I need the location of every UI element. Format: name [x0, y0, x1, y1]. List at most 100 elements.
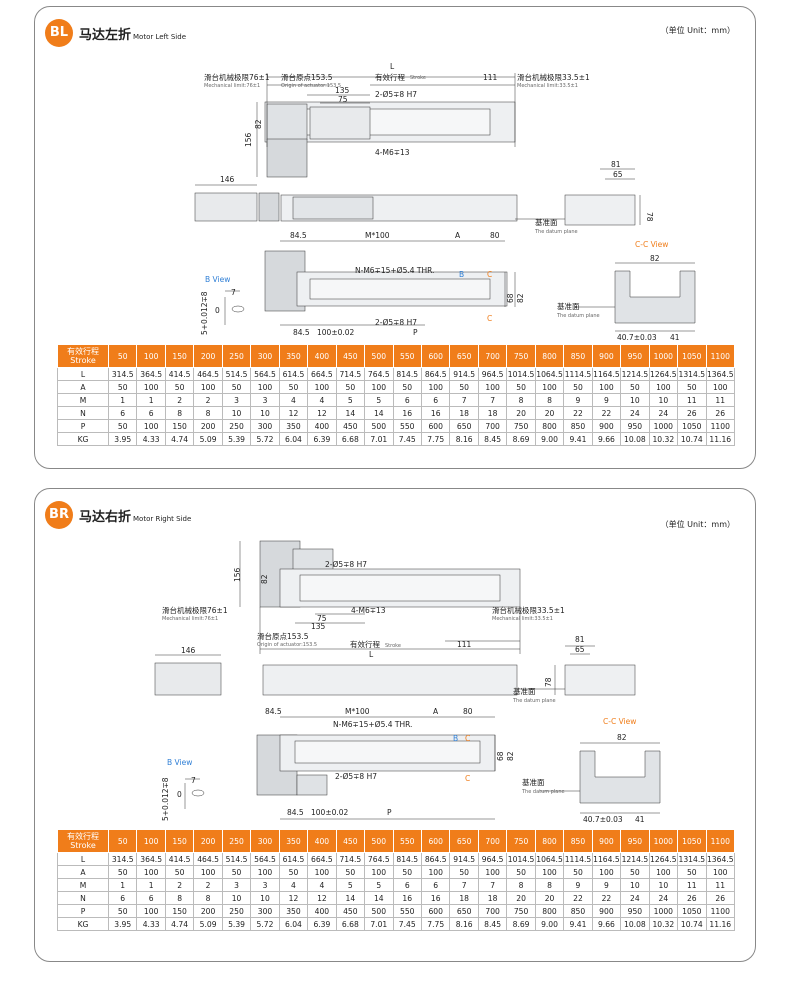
table-cell: 100 [705, 380, 736, 394]
table-cell: 8.16 [449, 432, 479, 446]
table-cell: 714.5 [335, 367, 366, 381]
stroke-column-header: 100 [136, 829, 166, 853]
table-cell: 50 [620, 865, 650, 879]
table-cell: 50 [107, 380, 138, 394]
table-cell: 100 [136, 419, 166, 433]
table-cell: 11.16 [705, 432, 736, 446]
svg-text:基准面: 基准面 [522, 777, 545, 787]
table-cell: 100 [477, 380, 508, 394]
table-cell: 100 [136, 904, 166, 918]
table-cell: 8.69 [506, 432, 536, 446]
svg-text:84.5: 84.5 [265, 707, 282, 716]
table-cell: 850 [563, 904, 593, 918]
stroke-column-header: 600 [420, 829, 451, 853]
svg-text:滑台机械极限76±1: 滑台机械极限76±1 [162, 605, 228, 615]
table-cell: 18 [477, 891, 508, 905]
row-label: N [57, 406, 109, 420]
stroke-header-en: Stroke [70, 356, 96, 365]
table-cell: 100 [136, 865, 166, 879]
table-cell: 26 [705, 406, 736, 420]
table-cell: 400 [307, 419, 337, 433]
svg-text:Stroke: Stroke [385, 643, 401, 649]
table-cell: 5 [364, 878, 394, 892]
table-cell: 50 [677, 865, 707, 879]
table-cell: 1050 [677, 419, 707, 433]
table-cell: 7 [449, 393, 479, 407]
table-cell: 22 [591, 891, 622, 905]
table-cell: 200 [193, 904, 223, 918]
svg-text:Origin of actuator:153.5: Origin of actuator:153.5 [257, 642, 317, 648]
table-cell: 1214.5 [620, 367, 650, 381]
svg-text:0: 0 [177, 790, 182, 799]
stroke-column-header: 950 [620, 829, 650, 853]
table-cell: 314.5 [107, 852, 138, 866]
table-cell: 9.00 [534, 432, 565, 446]
table-cell: 764.5 [364, 367, 394, 381]
svg-text:C-C View: C-C View [635, 240, 668, 249]
table-cell: 100 [591, 865, 622, 879]
table-cell: 22 [591, 406, 622, 420]
table-cell: 9 [591, 393, 622, 407]
table-cell: 550 [392, 904, 422, 918]
svg-text:The datum plane: The datum plane [556, 313, 600, 319]
stroke-column-header: 200 [193, 344, 223, 368]
stroke-column-header: 500 [364, 829, 394, 853]
svg-text:82: 82 [260, 574, 269, 584]
table-cell: 700 [477, 904, 508, 918]
svg-text:7: 7 [231, 288, 236, 297]
table-cell: 8 [164, 891, 195, 905]
table-cell: 414.5 [164, 852, 195, 866]
table-cell: 6.04 [278, 432, 309, 446]
svg-text:41: 41 [635, 815, 645, 824]
table-cell: 10.08 [620, 432, 650, 446]
svg-text:100±0.02: 100±0.02 [317, 328, 355, 337]
svg-text:0: 0 [215, 306, 220, 315]
table-cell: 314.5 [107, 367, 138, 381]
table-cell: 6 [420, 393, 451, 407]
stroke-column-header: 50 [107, 344, 138, 368]
table-cell: 3.95 [107, 432, 138, 446]
table-cell: 20 [506, 406, 536, 420]
table-cell: 514.5 [221, 367, 252, 381]
table-cell: 964.5 [477, 852, 508, 866]
table-cell: 6 [107, 891, 138, 905]
svg-text:4-M6∓13: 4-M6∓13 [351, 606, 386, 615]
svg-text:N-M6∓15+Ø5.4 THR.: N-M6∓15+Ø5.4 THR. [355, 266, 434, 275]
table-cell: 50 [392, 865, 422, 879]
table-cell: 100 [250, 865, 280, 879]
table-cell: 9.66 [591, 432, 622, 446]
svg-text:82: 82 [650, 254, 660, 263]
svg-text:B: B [453, 734, 458, 743]
table-cell: 100 [364, 865, 394, 879]
section-badge: BL [45, 19, 73, 47]
row-label: N [57, 891, 109, 905]
svg-text:111: 111 [457, 640, 472, 649]
table-cell: 364.5 [136, 367, 166, 381]
table-cell: 600 [420, 904, 451, 918]
svg-text:Stroke: Stroke [410, 75, 426, 81]
table-cell: 7.45 [392, 432, 422, 446]
table-cell: 714.5 [335, 852, 366, 866]
svg-text:M*100: M*100 [345, 707, 370, 716]
table-cell: 614.5 [278, 852, 309, 866]
table-cell: 150 [164, 419, 195, 433]
table-cell: 1114.5 [563, 367, 593, 381]
table-cell: 8 [534, 878, 565, 892]
table-cell: 18 [477, 406, 508, 420]
stroke-column-header: 850 [563, 829, 593, 853]
stroke-column-header: 250 [221, 829, 252, 853]
table-cell: 7 [477, 393, 508, 407]
table-cell: 4 [307, 878, 337, 892]
table-cell: 814.5 [392, 367, 422, 381]
stroke-column-header: 550 [392, 344, 422, 368]
table-cell: 9.00 [534, 917, 565, 931]
svg-text:滑台机械极限76±1: 滑台机械极限76±1 [204, 72, 270, 82]
table-cell: 100 [307, 865, 337, 879]
svg-text:5+0.012∓8: 5+0.012∓8 [200, 291, 209, 335]
svg-text:P: P [413, 328, 418, 337]
table-cell: 9.66 [591, 917, 622, 931]
stroke-column-header: 650 [449, 344, 479, 368]
